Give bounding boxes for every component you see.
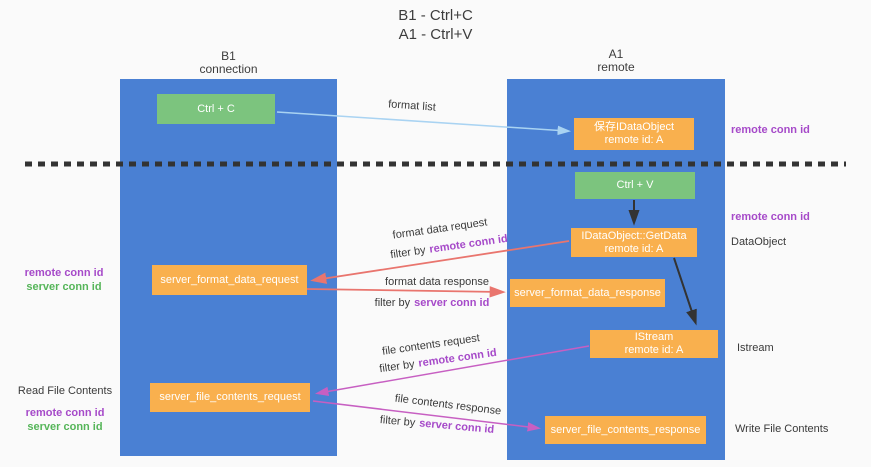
column-header-b1: B1 connection — [120, 50, 337, 76]
column-header-a1: A1 remote — [507, 48, 725, 74]
write-file-contents-label: Write File Contents — [735, 423, 829, 435]
file-contents-response-label: file contents response — [394, 392, 502, 418]
getdata-line1: IDataObject::GetData — [581, 229, 687, 242]
format-response-label: server_format_data_response — [514, 286, 661, 299]
right-mid-remote-conn-id-label: remote conn id — [731, 211, 810, 223]
server-file-contents-request-box: server_file_contents_request — [150, 383, 310, 412]
ctrl-v-box: Ctrl + V — [575, 172, 695, 199]
column-a1-name: A1 — [608, 47, 624, 61]
left-conn-id-labels: remote conn id server conn id — [18, 266, 110, 294]
save-idataobject-line1: 保存IDataObject — [593, 121, 675, 133]
title-line-1: B1 - Ctrl+C — [398, 7, 473, 24]
left-server-conn-id-label: server conn id — [26, 281, 102, 293]
file-request-label: server_file_contents_request — [159, 391, 301, 403]
istream-line2: remote id: A — [624, 344, 684, 356]
diagram-title: B1 - Ctrl+C A1 - Ctrl+V — [0, 6, 871, 44]
istream-box: IStream remote id: A — [590, 330, 718, 358]
read-file-contents-labels: Read File Contents remote conn id server… — [12, 384, 118, 434]
left-bottom-server-conn-id-label: server conn id — [27, 421, 103, 433]
server-file-contents-response-box: server_file_contents_response — [545, 416, 706, 444]
ctrl-v-label: Ctrl + V — [616, 179, 654, 191]
left-bottom-remote-conn-id-label: remote conn id — [25, 407, 105, 419]
ctrl-c-label: Ctrl + C — [197, 102, 235, 115]
save-idataobject-line2: remote id: A — [604, 134, 664, 146]
right-top-remote-conn-id-label: remote conn id — [731, 124, 810, 136]
left-remote-conn-id-label: remote conn id — [24, 267, 104, 279]
dataobject-label: DataObject — [731, 236, 787, 248]
file-response-label: server_file_contents_response — [550, 423, 701, 436]
format-list-label: format list — [387, 98, 437, 114]
getdata-line2: remote id: A — [604, 242, 664, 255]
format-data-response-label: format data response — [385, 276, 489, 288]
title-line-2: A1 - Ctrl+V — [398, 26, 473, 43]
format-request-label: server_format_data_request — [160, 273, 299, 286]
column-b1-name: B1 — [221, 49, 236, 63]
idataobject-getdata-box: IDataObject::GetData remote id: A — [571, 228, 697, 257]
column-a1-subtitle: remote — [597, 60, 635, 74]
istream-side-label: Istream — [737, 342, 774, 354]
save-idataobject-box: 保存IDataObject remote id: A — [574, 118, 694, 150]
server-format-data-request-box: server_format_data_request — [152, 265, 307, 295]
read-file-contents-label: Read File Contents — [17, 385, 113, 397]
column-b1-subtitle: connection — [199, 62, 258, 76]
istream-line1: IStream — [634, 331, 674, 343]
ctrl-c-box: Ctrl + C — [157, 94, 275, 124]
server-format-data-response-box: server_format_data_response — [510, 279, 665, 307]
